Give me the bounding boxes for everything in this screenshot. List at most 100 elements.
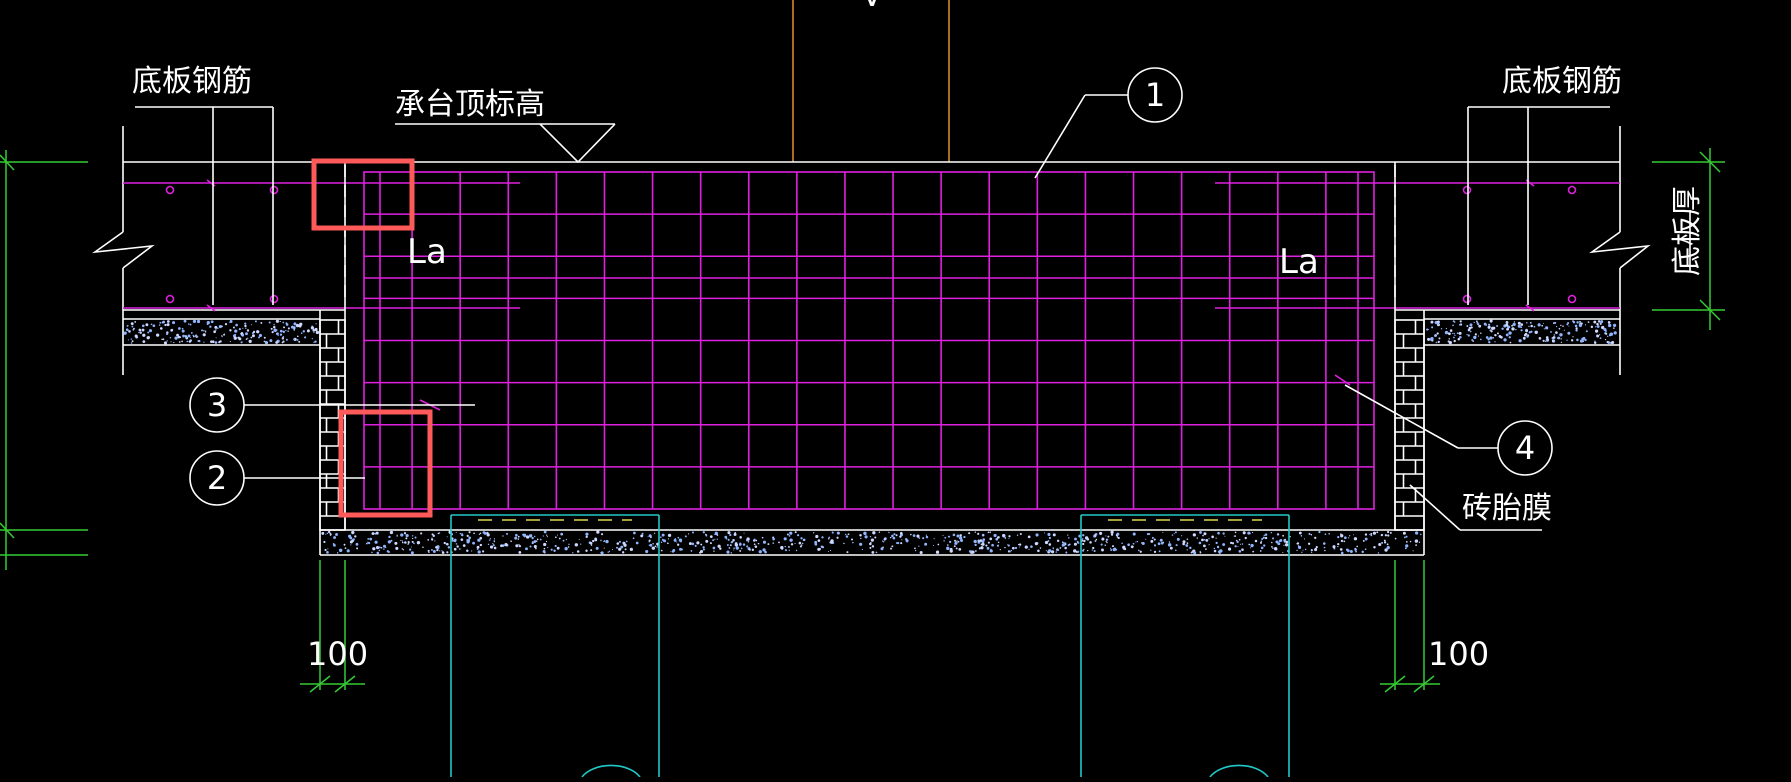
cushion-speckle <box>1526 335 1528 337</box>
cushion-speckle <box>974 544 976 546</box>
cushion-speckle <box>1470 331 1472 333</box>
cushion-speckle <box>789 535 791 537</box>
cushion-speckle <box>480 532 482 534</box>
cushion-speckle <box>311 328 312 329</box>
cushion-speckle <box>956 535 959 538</box>
cushion-speckle <box>1605 333 1607 335</box>
cushion-speckle <box>596 547 599 550</box>
cushion-speckle <box>221 325 223 327</box>
cushion-speckle <box>1037 550 1040 553</box>
cushion-speckle <box>278 335 279 336</box>
cushion-speckle <box>661 542 662 543</box>
cushion-speckle <box>1175 550 1177 552</box>
cushion-speckle <box>327 533 328 534</box>
cushion-speckle <box>1560 325 1561 326</box>
cushion-speckle <box>215 329 216 330</box>
cushion-speckle <box>982 543 985 546</box>
cap-rebar-cage <box>364 172 1374 509</box>
cushion-speckle <box>314 328 317 331</box>
cushion-speckle <box>795 543 796 544</box>
brick-outline <box>1395 320 1424 530</box>
cushion-speckle <box>1378 543 1381 546</box>
cushion-speckle <box>1161 542 1164 545</box>
cushion-speckle <box>954 540 956 542</box>
cushion-speckle <box>159 324 160 325</box>
cushion-speckle <box>149 329 150 330</box>
cushion-speckle <box>585 533 588 536</box>
cushion-speckle <box>1337 536 1339 538</box>
cushion-speckle <box>1064 547 1067 550</box>
cushion-speckle <box>1133 533 1136 536</box>
cushion-speckle <box>1094 550 1096 552</box>
cushion-speckle <box>1252 532 1253 533</box>
cushion-speckle <box>142 324 145 327</box>
cushion-speckle <box>1524 334 1526 336</box>
cushion-speckle <box>1150 550 1151 551</box>
cushion-speckle <box>396 535 397 536</box>
cushion-speckle <box>916 535 919 538</box>
cushion-speckle <box>843 543 844 544</box>
cushion-speckle <box>276 320 279 323</box>
cushion-speckle <box>142 340 145 343</box>
cushion-speckle <box>282 322 284 324</box>
cushion-speckle <box>1567 332 1570 335</box>
callout-4: 4 <box>1345 385 1552 475</box>
cushion-speckle <box>131 326 133 328</box>
cushion-speckle <box>420 532 422 534</box>
cushion-speckle <box>585 550 587 552</box>
cushion-speckle <box>1332 545 1335 548</box>
cushion-speckle <box>1350 550 1353 553</box>
cushion-speckle <box>1607 336 1608 337</box>
cushion-speckle <box>1168 543 1171 546</box>
cushion-speckle <box>762 548 765 551</box>
cushion-speckle <box>896 534 898 536</box>
cushion-speckle <box>429 552 430 553</box>
cushion-speckle <box>379 546 381 548</box>
cushion-speckle <box>330 534 332 536</box>
cap-top-elevation-mark <box>395 124 615 162</box>
cushion-speckle <box>544 548 546 550</box>
cushion-speckle <box>546 535 547 536</box>
cushion-speckle <box>1437 332 1439 334</box>
cushion-speckle <box>975 550 977 552</box>
cushion-speckle <box>1546 336 1549 339</box>
cushion-speckle <box>402 540 403 541</box>
cushion-speckle <box>1040 547 1042 549</box>
cushion-speckle <box>1434 335 1436 337</box>
cushion-speckle <box>649 545 650 546</box>
cushion-speckle <box>900 532 903 535</box>
cushion-speckle <box>138 332 139 333</box>
cushion-speckle <box>156 333 159 336</box>
cushion-speckle <box>830 550 831 551</box>
cushion-speckle <box>818 539 821 542</box>
cushion-speckle <box>285 330 286 331</box>
cushion-speckle <box>705 534 707 536</box>
cushion-speckle <box>1046 550 1047 551</box>
cushion-speckle <box>958 541 960 543</box>
cushion-speckle <box>546 541 547 542</box>
cushion-speckle <box>936 551 939 554</box>
cushion-speckle <box>828 537 830 539</box>
cushion-speckle <box>609 551 610 552</box>
cushion-speckle <box>1488 324 1490 326</box>
cushion-speckle <box>245 328 246 329</box>
cushion-speckle <box>326 551 329 554</box>
cushion-speckle <box>1538 323 1541 326</box>
cushion-speckle <box>314 340 316 342</box>
svg-text:4: 4 <box>1515 429 1535 467</box>
cushion-speckle <box>1197 537 1198 538</box>
cushion-speckle <box>1572 336 1573 337</box>
cushion-speckle <box>1518 322 1521 325</box>
cushion-speckle <box>518 536 520 538</box>
cushion-speckle <box>164 324 166 326</box>
cushion-speckle <box>239 328 241 330</box>
cushion-speckle <box>1085 536 1088 539</box>
cushion-speckle <box>1476 322 1478 324</box>
cushion-speckle <box>1106 539 1108 541</box>
cushion-speckle <box>444 542 446 544</box>
cushion-speckle <box>1452 324 1454 326</box>
cushion-speckle <box>1068 544 1070 546</box>
cushion-speckle <box>800 537 802 539</box>
cushion-speckle <box>719 547 721 549</box>
cushion-speckle <box>170 329 173 332</box>
